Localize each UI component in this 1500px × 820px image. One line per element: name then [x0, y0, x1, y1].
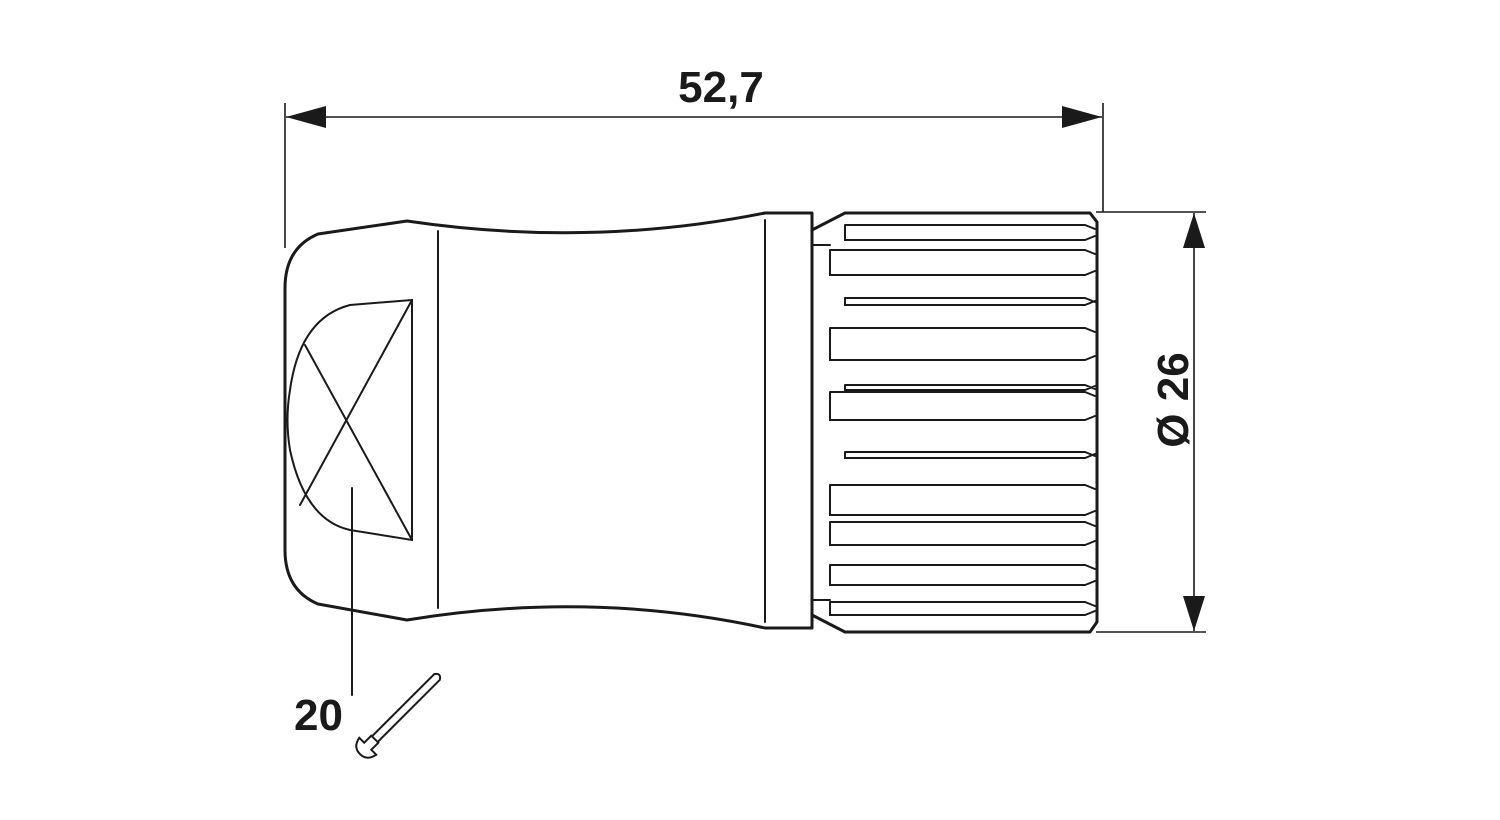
- wrench-icon: [355, 672, 442, 759]
- coupling-rib: [829, 564, 1096, 586]
- coupling-ribs: [811, 224, 1096, 616]
- diameter-arrow-top: [1183, 213, 1205, 248]
- length-dimension: 52,7: [284, 63, 1104, 248]
- coupling-rib: [844, 297, 1096, 306]
- length-label: 52,7: [678, 63, 764, 112]
- wrench-size-callout: 20: [294, 672, 442, 759]
- length-arrow-right: [1062, 106, 1102, 128]
- wrench-icon-handle: [371, 672, 442, 743]
- diameter-dimension: Ø 26: [1096, 211, 1206, 633]
- coupling-rib: [829, 327, 1096, 361]
- coupling-rib: [844, 224, 1096, 241]
- coupling-rib: [829, 391, 1096, 421]
- wrench-flat-outline: [286, 298, 413, 542]
- diameter-label: Ø 26: [1149, 352, 1198, 447]
- coupling-rib: [844, 384, 1096, 391]
- coupling-rib: [829, 521, 1096, 546]
- wrench-flat: [286, 298, 413, 542]
- coupling-rib: [829, 484, 1096, 516]
- coupling-rib: [844, 451, 1096, 459]
- coupling-rib: [829, 249, 1096, 276]
- length-arrow-left: [286, 106, 326, 128]
- coupling-nut-outline: [810, 211, 1099, 634]
- wrench-icon-jaw: [355, 734, 380, 759]
- coupling-rib: [829, 601, 1096, 616]
- wrench-flat-cross-b: [304, 344, 413, 541]
- connector-body: [283, 211, 814, 696]
- diameter-arrow-bottom: [1183, 596, 1205, 631]
- wrench-size-label: 20: [294, 691, 343, 740]
- wrench-flat-cross-a: [299, 299, 413, 506]
- body-outline: [283, 211, 814, 630]
- coupling-nut: [810, 211, 1099, 634]
